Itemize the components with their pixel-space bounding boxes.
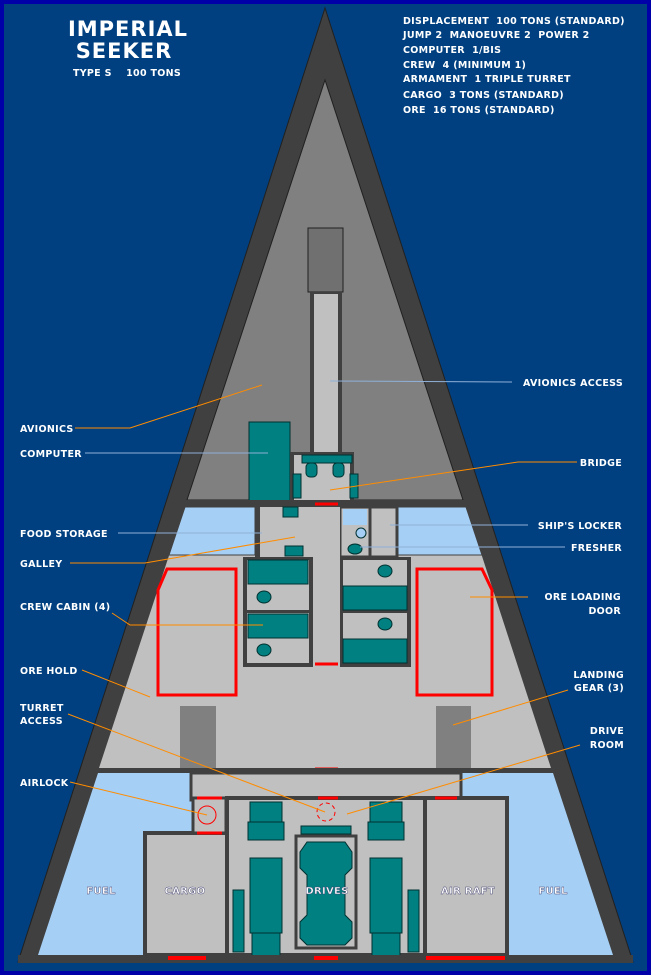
label-fresher: FRESHER — [571, 543, 622, 554]
spec-line: JUMP 2 MANOEUVRE 2 POWER 2 — [402, 30, 590, 41]
label-ore-loading-door: DOOR — [588, 606, 621, 617]
avionics-access-floor — [314, 294, 338, 454]
bulkhead — [96, 768, 556, 773]
sink — [355, 527, 367, 539]
label-avionics: AVIONICS — [20, 424, 74, 435]
deck-plan: IMPERIAL SEEKER TYPE S 100 TONS DISPLACE… — [4, 4, 647, 971]
crew-cabins-right — [339, 557, 411, 667]
label-food-storage: FOOD STORAGE — [20, 529, 108, 540]
leader-turret-access — [67, 713, 326, 813]
label-ore-loading-door: ORE LOADING — [544, 592, 621, 603]
food-storage-unit — [282, 506, 299, 518]
spec-line: CREW 4 (MINIMUM 1) — [403, 60, 526, 71]
room-label-air-raft: AIR RAFT — [441, 886, 495, 897]
label-galley: GALLEY — [20, 559, 62, 570]
label-drive-room: DRIVE — [590, 726, 624, 737]
spec-line: ARMAMENT 1 TRIPLE TURRET — [403, 74, 571, 85]
power-plant-left — [232, 889, 245, 953]
label-turret-access: TURRET — [20, 703, 64, 714]
turret-console — [300, 825, 352, 835]
leader-landing-gear — [452, 689, 569, 726]
title-line2: SEEKER — [76, 39, 173, 63]
bridge-console-side — [292, 473, 302, 499]
spec-line: COMPUTER 1/BIS — [403, 45, 501, 56]
leader-airlock — [69, 781, 208, 816]
leader-ore-hold — [81, 669, 151, 698]
label-ships-locker: SHIP'S LOCKER — [538, 521, 623, 532]
power-plant-right — [407, 889, 420, 953]
leader-crew-cabin — [111, 612, 263, 626]
label-airlock: AIRLOCK — [20, 778, 69, 789]
galley-unit — [284, 545, 304, 557]
leader-galley — [70, 536, 296, 564]
room-label-fuel-left: FUEL — [86, 886, 116, 897]
label-landing-gear: GEAR (3) — [574, 683, 624, 694]
cargo-room — [143, 831, 229, 957]
bridge-console — [301, 454, 353, 464]
landing-gear-right — [436, 706, 471, 768]
room-label-fuel-right: FUEL — [538, 886, 568, 897]
jump-drive-left — [247, 801, 285, 959]
label-avionics-access: AVIONICS ACCESS — [523, 378, 623, 389]
ore-loading-door-right[interactable] — [415, 567, 494, 697]
subtitle: TYPE S 100 TONS — [73, 68, 181, 79]
label-landing-gear: LANDING — [573, 670, 624, 681]
room-label-drives: DRIVES — [305, 886, 348, 897]
leader-avionics — [75, 384, 263, 429]
spec-line: DISPLACEMENT 100 TONS (STANDARD) — [403, 16, 625, 27]
air-raft-bay — [423, 796, 509, 957]
computer-unit — [248, 421, 291, 503]
bridge-seat — [305, 462, 318, 478]
title-line1: IMPERIAL — [68, 17, 188, 41]
avionics-box — [307, 227, 344, 293]
lower-corridor — [189, 771, 463, 802]
label-drive-room: ROOM — [590, 740, 624, 751]
room-label-cargo: CARGO — [165, 886, 206, 897]
label-turret-access: ACCESS — [20, 716, 63, 727]
airlock-hatch-icon — [197, 805, 217, 825]
maneuver-drive — [299, 841, 353, 946]
bridge-seat — [332, 462, 345, 478]
label-bridge: BRIDGE — [580, 458, 622, 469]
main-corridor — [313, 507, 340, 769]
label-computer: COMPUTER — [20, 449, 82, 460]
ship-plan-svg: IMPERIAL SEEKER TYPE S 100 TONS DISPLACE… — [17, 6, 634, 963]
ore-loading-door-left[interactable] — [156, 567, 238, 697]
leader-bridge — [329, 461, 577, 491]
wall — [255, 507, 260, 557]
spec-line: ORE 16 TONS (STANDARD) — [403, 105, 555, 116]
crew-cabins-left — [243, 557, 313, 667]
jump-drive-right — [367, 801, 405, 959]
label-ore-hold: ORE HOLD — [20, 666, 78, 677]
label-crew-cabin: CREW CABIN (4) — [20, 602, 110, 613]
leader-drive-room — [346, 744, 581, 815]
spec-line: CARGO 3 TONS (STANDARD) — [403, 90, 564, 101]
shower — [343, 509, 367, 525]
landing-gear-left — [180, 706, 216, 768]
ships-locker-room — [368, 505, 399, 559]
toilet — [347, 543, 363, 555]
turret-access-hatch-icon — [316, 802, 336, 822]
leader-avionics-access — [329, 380, 513, 383]
